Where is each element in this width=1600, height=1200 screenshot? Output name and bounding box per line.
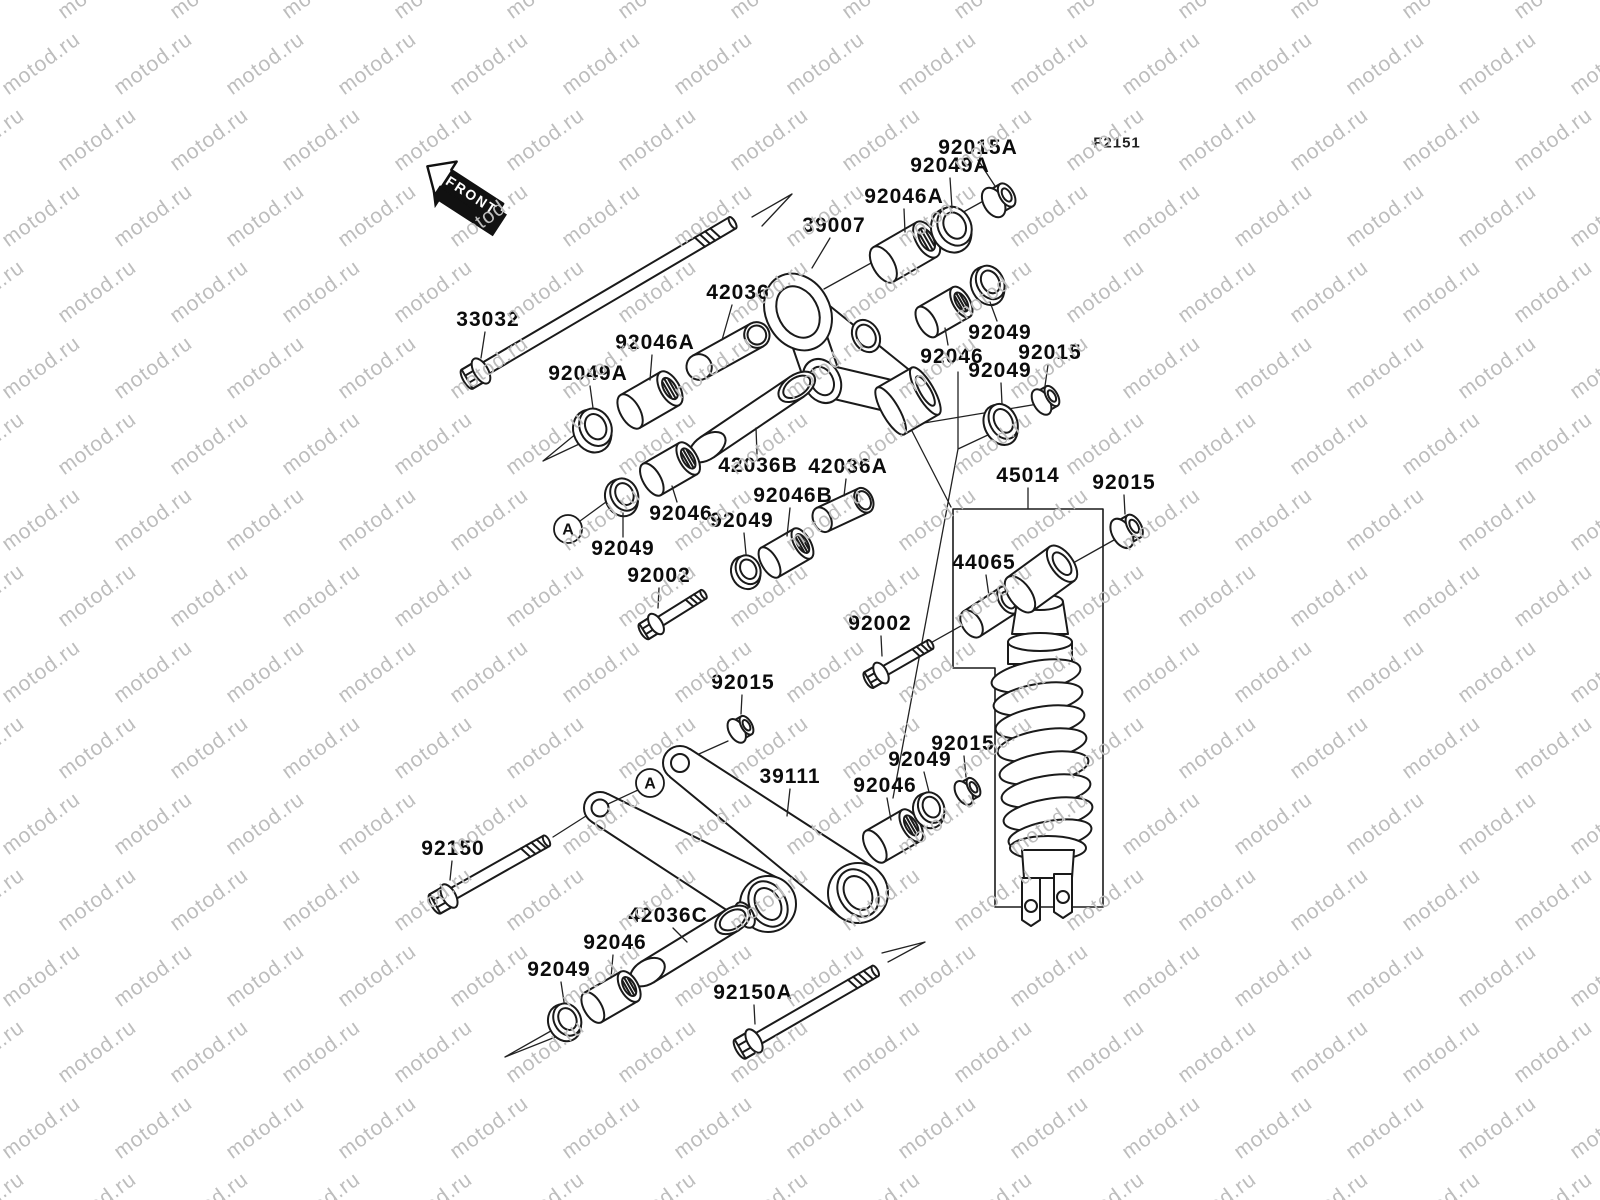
part-92049-seal-right-lower xyxy=(977,398,1026,451)
part-92015-nut-bottom-right xyxy=(951,773,985,808)
part-92015-nut-right xyxy=(1028,381,1064,418)
part-92002-bolt-left xyxy=(637,588,708,641)
part-92046-bushing-right xyxy=(911,283,977,341)
part-92049A-seal-left xyxy=(566,402,620,458)
part-92046B-bearing xyxy=(754,525,818,581)
part-33032-pivot-bolt xyxy=(459,216,738,390)
svg-text:A: A xyxy=(562,522,574,539)
ref-circle-A: A xyxy=(553,514,583,544)
front-direction-arrow: FRONT xyxy=(426,160,507,237)
leader-lines xyxy=(449,159,1126,1025)
ref-circle-A: A xyxy=(635,768,665,798)
reference-circles: AA xyxy=(553,514,665,798)
part-45014-shock-absorber xyxy=(990,593,1094,927)
part-39111-tie-rod-upper xyxy=(662,745,889,924)
part-42036B-sleeve xyxy=(684,365,821,468)
part-92002-bolt-shock xyxy=(862,639,935,689)
part-42036A-sleeve xyxy=(809,485,878,535)
svg-text:A: A xyxy=(644,776,656,793)
part-92015-nut-shock-top xyxy=(1106,509,1148,552)
part-92049-seal-left xyxy=(599,473,645,522)
shock-assembly-box xyxy=(952,508,1104,908)
part-92150-bolt xyxy=(427,834,552,915)
part-92015-nut-mid xyxy=(724,711,758,746)
part-92150A-bolt xyxy=(732,964,880,1060)
part-42036-sleeve xyxy=(682,318,774,385)
part-42036C-sleeve xyxy=(625,900,755,993)
part-92015A-flanged-nut xyxy=(977,178,1021,222)
